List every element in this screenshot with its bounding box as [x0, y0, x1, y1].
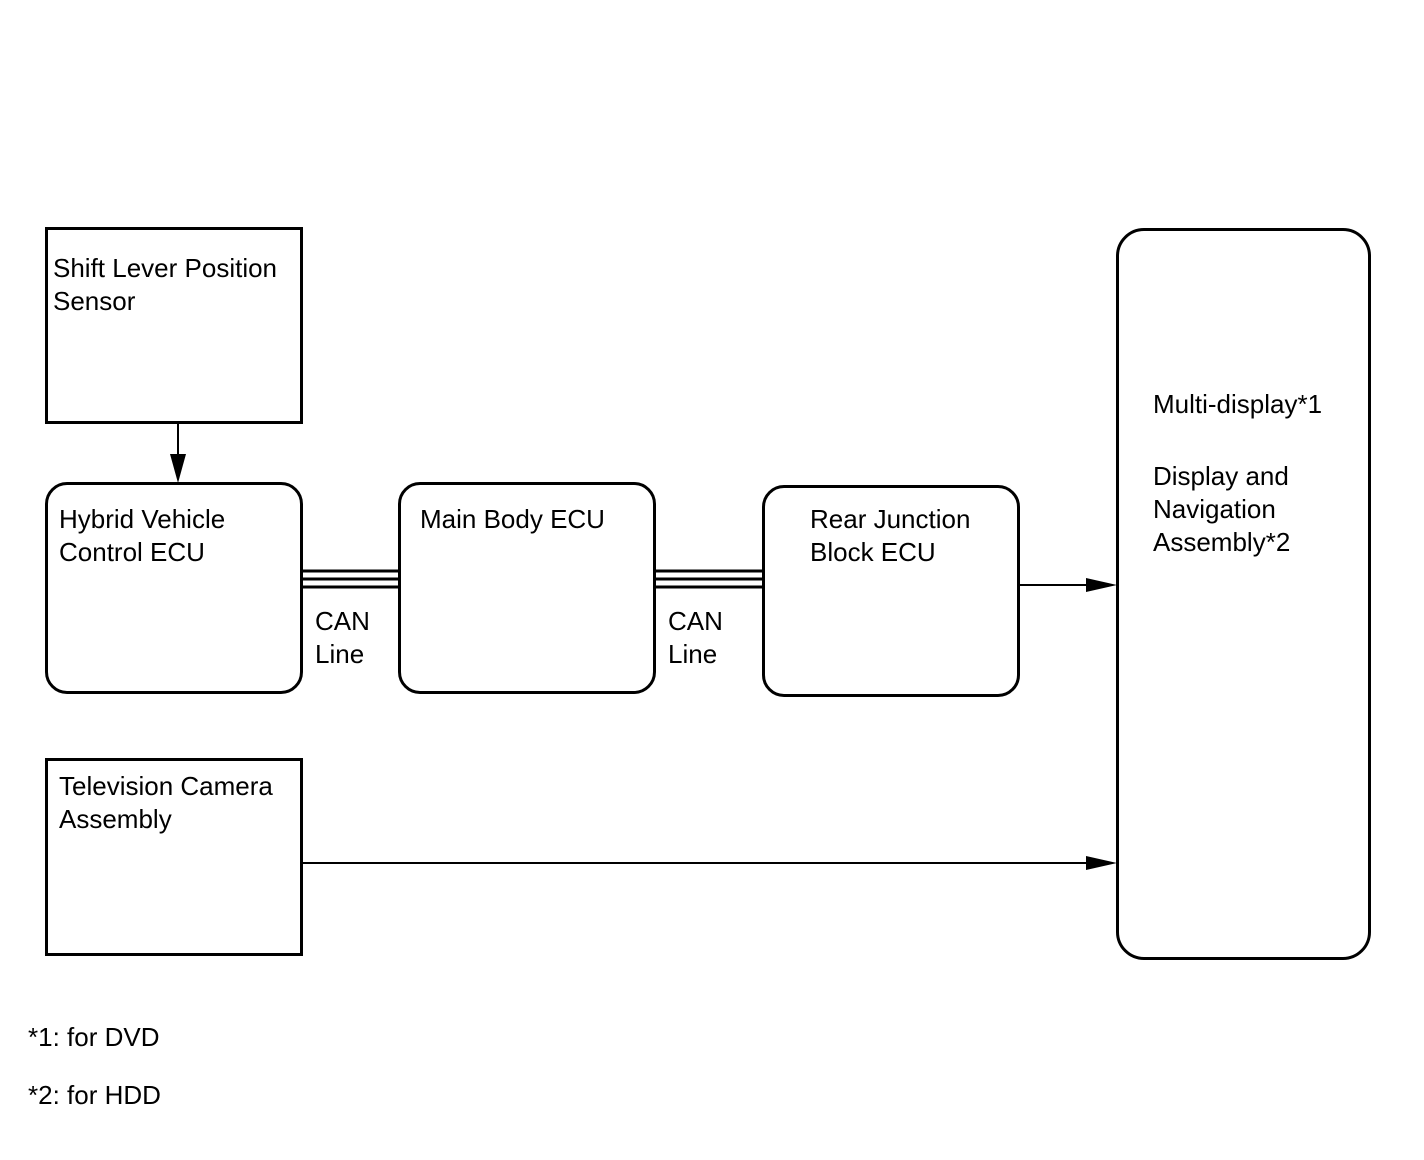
tv-camera-label-line2: Assembly: [59, 804, 172, 834]
shift-lever-label-line1: Shift Lever Position: [53, 253, 278, 283]
television-camera-assembly-box: [45, 758, 303, 956]
can-line-left-label-line1: CAN: [315, 606, 370, 636]
hybrid-vehicle-control-ecu-box: [45, 482, 303, 694]
can-bus-right: [655, 569, 764, 589]
footnote-1: *1: for DVD: [28, 1022, 160, 1052]
display-label-line1: Multi-display*1: [1153, 389, 1323, 419]
can-line-right-label-line1: CAN: [668, 606, 723, 636]
shift-to-hybrid-arrowhead: [170, 454, 186, 483]
display-label-line3: Navigation: [1153, 494, 1276, 524]
display-label-line2: Display and: [1153, 461, 1289, 491]
main-body-ecu-box: [398, 482, 656, 694]
can-bus-left: [302, 569, 400, 589]
camera-to-display-arrowhead: [1086, 856, 1117, 870]
rear-junction-label-line1: Rear Junction: [810, 504, 971, 534]
rear-junction-block-ecu-box: [762, 485, 1020, 697]
display-label-line4: Assembly*2: [1153, 527, 1291, 557]
rear-junction-label-line2: Block ECU: [810, 537, 936, 567]
tv-camera-label-line1: Television Camera: [59, 771, 273, 801]
can-line-left-label-line2: Line: [315, 639, 365, 669]
footnote-2: *2: for HDD: [28, 1080, 161, 1110]
shift-lever-position-sensor-box: [45, 227, 303, 424]
shift-lever-label-line2: Sensor: [53, 286, 136, 316]
hybrid-ecu-label-line1: Hybrid Vehicle: [59, 504, 226, 534]
multi-display-box: [1116, 228, 1371, 960]
rear-junction-to-display-arrowhead: [1086, 578, 1117, 592]
main-body-ecu-label: Main Body ECU: [420, 504, 605, 534]
hybrid-ecu-label-line2: Control ECU: [59, 537, 205, 567]
can-line-right-label-line2: Line: [668, 639, 718, 669]
